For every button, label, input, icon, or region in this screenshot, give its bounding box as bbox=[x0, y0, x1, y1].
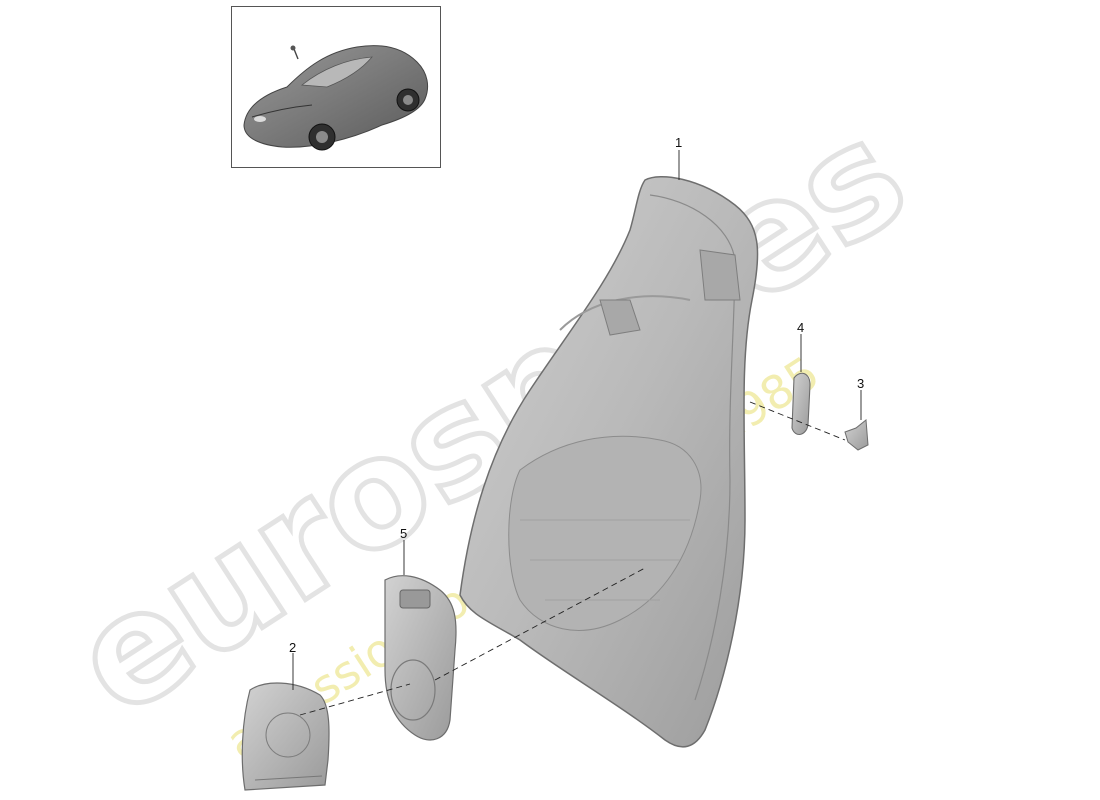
callout-1: 1 bbox=[675, 135, 682, 150]
lumbar-support-housing bbox=[241, 682, 330, 791]
vehicle-thumbnail bbox=[231, 6, 441, 168]
callout-2: 2 bbox=[289, 640, 296, 655]
callout-4: 4 bbox=[797, 320, 804, 335]
sports-car-convertible-icon bbox=[243, 45, 429, 151]
callout-5: 5 bbox=[400, 526, 407, 541]
leader-lines bbox=[292, 150, 862, 716]
lumbar-support-panel bbox=[384, 575, 457, 741]
clip bbox=[844, 419, 869, 451]
callout-3: 3 bbox=[857, 376, 864, 391]
seat-back-shell bbox=[459, 175, 759, 748]
